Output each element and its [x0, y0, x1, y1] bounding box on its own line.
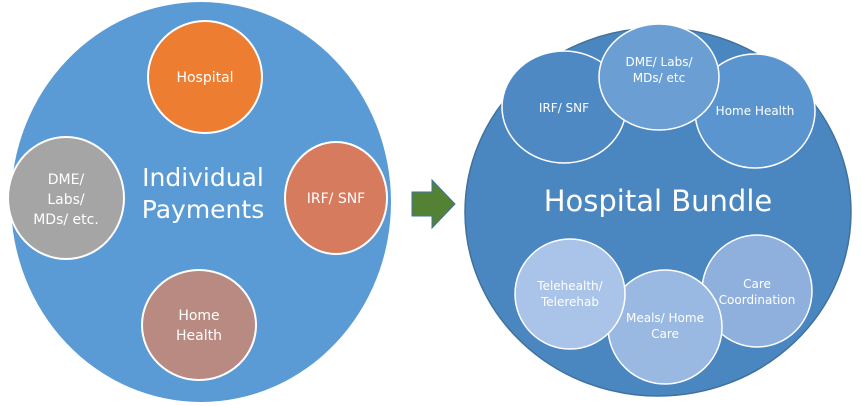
irf-snf-label: IRF/ SNF: [307, 191, 366, 207]
individual-payments-title-line-2: Payments: [142, 195, 264, 224]
hospital-bundle-title: Hospital Bundle: [544, 184, 773, 218]
hospital-circle: [147, 20, 263, 134]
dme-label: DME/Labs/MDs/ etc.: [33, 172, 99, 228]
bundle-home-health-label-line-1: Home Health: [716, 104, 795, 118]
hospital-bundle-group: Hospital Bundle IRF/ SNF Home Health DME…: [464, 23, 852, 397]
bundle-meals-label-line-2: Care: [651, 327, 679, 341]
bundle-dme-label-line-1: DME/ Labs/: [626, 55, 694, 69]
dme-circle: [7, 136, 125, 260]
bundle-dme-label: DME/ Labs/MDs/ etc: [626, 55, 694, 85]
irf-snf-node: IRF/ SNF: [284, 141, 388, 255]
hospital-label-line-1: Hospital: [176, 70, 233, 86]
bundle-dme-circle: [598, 23, 720, 131]
bundle-irf-snf-label: IRF/ SNF: [539, 101, 589, 115]
home-health-label-line-1: Home: [178, 308, 219, 324]
bundle-home-health-label: Home Health: [716, 104, 795, 118]
bundle-dme-node: DME/ Labs/MDs/ etc: [598, 23, 720, 131]
dme-node: DME/Labs/MDs/ etc.: [7, 136, 125, 260]
irf-snf-label-line-1: IRF/ SNF: [307, 191, 366, 207]
bundle-dme-label-line-2: MDs/ etc: [633, 71, 685, 85]
bundle-meals-label-line-1: Meals/ Home: [626, 311, 704, 325]
bundle-irf-snf-label-line-1: IRF/ SNF: [539, 101, 589, 115]
bundle-telehealth-label-line-2: Telerehab: [540, 295, 599, 309]
dme-label-line-1: DME/: [48, 172, 85, 188]
hospital-node: Hospital: [147, 20, 263, 134]
bundle-telehealth-node: Telehealth/Telerehab: [514, 238, 626, 350]
bundle-care-coordination-label-line-2: Coordination: [719, 293, 796, 307]
bundle-telehealth-circle: [514, 238, 626, 350]
individual-payments-circle: [11, 2, 391, 402]
individual-payments-title-line-1: Individual: [142, 163, 264, 192]
home-health-label-line-2: Health: [176, 328, 222, 344]
bundle-care-coordination-label-line-1: Care: [743, 277, 771, 291]
irf-snf-circle: [284, 141, 388, 255]
bundle-telehealth-label-line-1: Telehealth/: [536, 279, 603, 293]
dme-label-line-2: Labs/: [47, 192, 85, 208]
hospital-bundle-title-line-1: Hospital Bundle: [544, 184, 773, 218]
arrow-right-icon: [411, 178, 456, 230]
bundle-home-health-node: Home Health: [694, 53, 816, 169]
hospital-label: Hospital: [176, 70, 233, 86]
bundle-telehealth-label: Telehealth/Telerehab: [536, 279, 603, 309]
dme-label-line-3: MDs/ etc.: [33, 212, 99, 228]
home-health-circle: [141, 269, 257, 381]
